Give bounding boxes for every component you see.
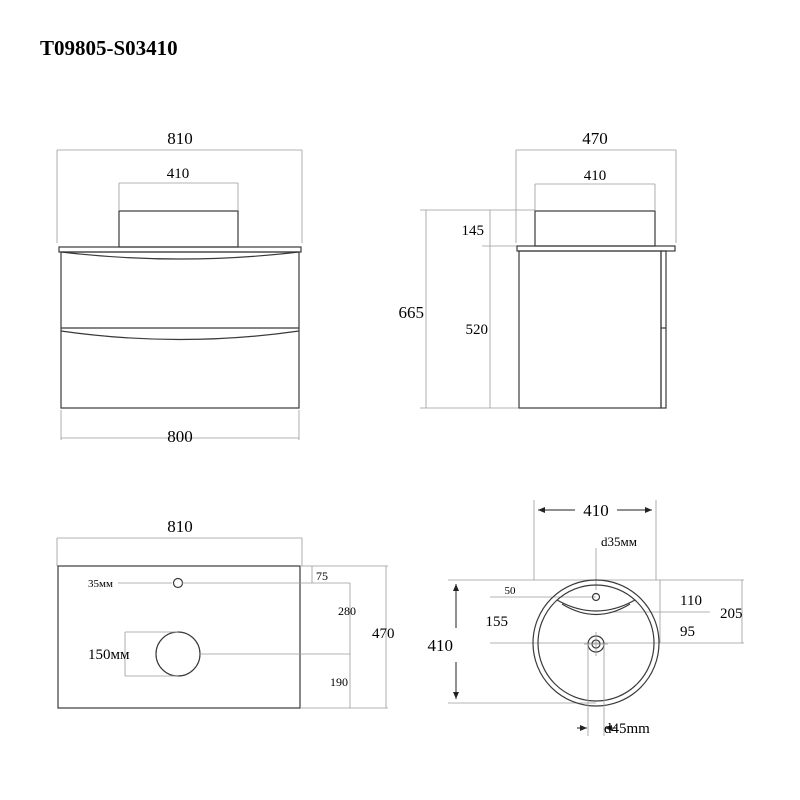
side-total-height-label: 665 xyxy=(399,303,425,322)
front-basin xyxy=(118,210,239,248)
basin-drain-label: d45mm xyxy=(604,721,650,737)
top-hole-offset-label: 75 xyxy=(316,569,328,583)
side-drawer-front xyxy=(660,250,667,409)
side-view: 470 410 665 145 520 xyxy=(399,129,677,409)
front-width-label: 810 xyxy=(167,129,193,148)
side-countertop xyxy=(516,245,676,252)
basin-offset-50-label: 50 xyxy=(505,585,517,597)
basin-offset-155-label: 155 xyxy=(486,614,509,630)
basin-tap-hole xyxy=(591,592,601,602)
front-cabinet xyxy=(60,251,300,409)
drawing-title: T09805-S03410 xyxy=(40,36,178,60)
top-cutout-label: 150мм xyxy=(88,647,130,663)
side-basin-height-label: 145 xyxy=(462,223,485,239)
front-basin-width-label: 410 xyxy=(167,166,190,182)
front-drawer-bottom-curve xyxy=(60,330,300,341)
top-depth-label: 470 xyxy=(372,626,395,642)
basin-tap-deck xyxy=(556,599,636,612)
top-countertop xyxy=(57,565,301,709)
basin-offset-205-label: 205 xyxy=(720,606,743,622)
front-view: 810 410 800 xyxy=(56,129,303,446)
front-countertop xyxy=(58,246,302,253)
side-basin-depth-label: 410 xyxy=(584,168,607,184)
top-cutout-offset-label: 190 xyxy=(330,675,348,689)
basin-offset-95-label: 95 xyxy=(680,624,695,640)
basin-width-label: 410 xyxy=(583,501,609,520)
basin-height-label: 410 xyxy=(428,636,454,655)
basin-inner-rim xyxy=(537,584,655,702)
front-bottom-width-label: 800 xyxy=(167,427,193,446)
top-hole-label: 35мм xyxy=(88,578,113,590)
top-cutout xyxy=(155,631,201,677)
basin-outer-rim xyxy=(532,579,660,707)
top-hole-distance-label: 280 xyxy=(338,604,356,618)
basin-tap-hole-label: d35мм xyxy=(601,534,637,549)
side-depth-label: 470 xyxy=(582,129,608,148)
top-width-label: 810 xyxy=(167,517,193,536)
basin-offset-110-label: 110 xyxy=(680,593,702,609)
side-cabinet xyxy=(518,250,662,409)
side-cabinet-height-label: 520 xyxy=(466,322,489,338)
top-tap-hole xyxy=(172,577,184,589)
top-view: 810 35мм 150мм 75 280 190 470 xyxy=(56,517,395,709)
basin-view: 410 d35мм 410 50 155 110 95 205 xyxy=(428,500,744,737)
side-basin xyxy=(534,210,656,247)
front-drawer-top-curve xyxy=(60,251,300,260)
